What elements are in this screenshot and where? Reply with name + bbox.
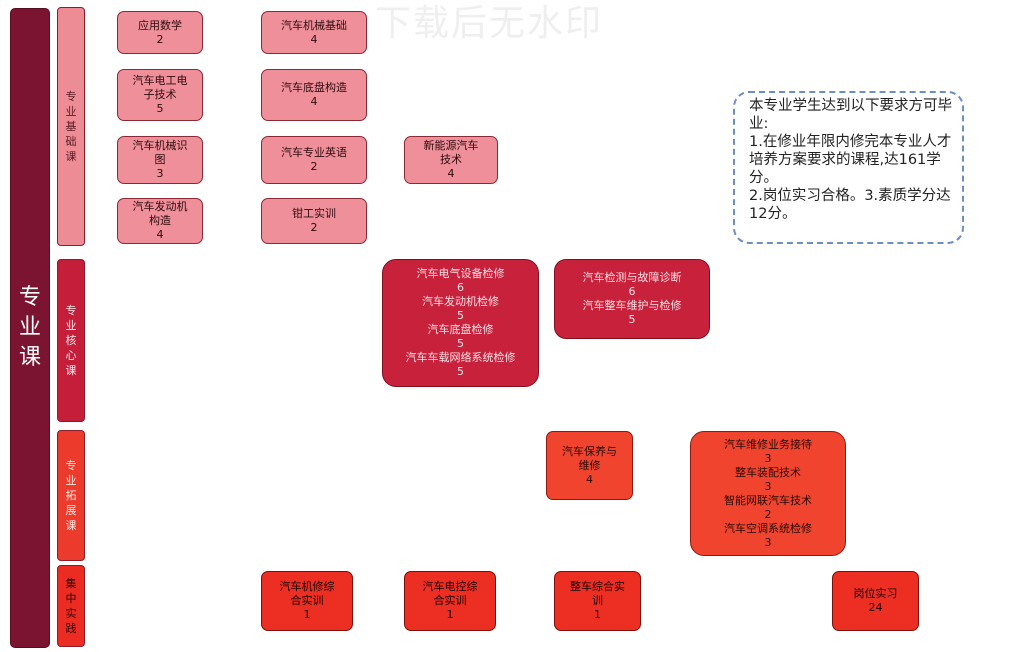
course-name: 汽车车载网络系统检修 [405, 351, 516, 364]
course-name: 智能网联汽车技术 [724, 493, 812, 507]
category-basic-label: 专业基础课 [65, 90, 77, 163]
course-credits: 5 [156, 102, 164, 115]
course-mech-base: 汽车机械基础 4 [261, 11, 367, 54]
course-credits: 3 [764, 535, 772, 549]
category-extension: 专业拓展课 [57, 430, 85, 561]
course-credits: 1 [594, 608, 601, 621]
course-engine: 汽车发动机构造 4 [117, 198, 203, 244]
course-credits: 2 [310, 221, 318, 234]
course-name: 汽车空调系统检修 [724, 521, 812, 535]
course-credits: 6 [457, 281, 464, 294]
course-internship: 岗位实习 24 [832, 571, 919, 631]
course-name: 汽车机修综合实训 [279, 580, 335, 607]
course-prac-whole: 整车综合实训 1 [554, 571, 641, 631]
course-name: 岗位实习 [853, 587, 898, 600]
course-credits: 5 [457, 309, 464, 322]
course-credits: 5 [628, 313, 636, 326]
course-maintenance: 汽车保养与维修 4 [546, 431, 633, 500]
main-category-bar: 专业课 [10, 8, 50, 648]
main-category-label: 专业课 [18, 285, 41, 370]
course-name: 钳工实训 [292, 207, 336, 220]
course-name: 汽车发动机构造 [132, 200, 188, 227]
course-credits: 5 [457, 365, 464, 378]
course-math: 应用数学 2 [117, 11, 203, 54]
course-name: 汽车整车维护与检修 [582, 299, 682, 312]
course-credits: 4 [586, 472, 593, 486]
course-credits: 1 [303, 608, 311, 621]
course-credits: 24 [868, 601, 883, 614]
course-name: 汽车机械基础 [281, 18, 347, 32]
course-credits: 3 [764, 479, 772, 493]
course-credits: 4 [310, 95, 318, 108]
course-fitter: 钳工实训 2 [261, 198, 367, 244]
course-credits: 4 [156, 228, 164, 241]
category-basic: 专业基础课 [57, 7, 85, 246]
course-nev: 新能源汽车技术 4 [404, 136, 498, 184]
course-name: 汽车机械识图 [132, 139, 188, 166]
course-chassis: 汽车底盘构造 4 [261, 69, 367, 121]
course-prac-elec: 汽车电控综合实训 1 [404, 571, 496, 631]
course-name: 汽车保养与维修 [562, 444, 617, 472]
course-name: 汽车专业英语 [281, 146, 347, 159]
note-line-3: 2.岗位实习合格。3.素质学分达12分。 [749, 188, 951, 222]
course-elec-tech: 汽车电工电子技术 5 [117, 69, 203, 121]
watermark: 下载后无水印 [375, 3, 604, 44]
course-name: 整车综合实训 [570, 580, 625, 607]
course-credits: 1 [446, 608, 454, 621]
course-credits: 2 [310, 160, 318, 173]
course-prac-mech: 汽车机修综合实训 1 [261, 571, 353, 631]
course-name: 汽车底盘检修 [427, 323, 494, 336]
course-name: 应用数学 [138, 18, 182, 32]
course-name: 汽车电工电子技术 [132, 74, 188, 101]
note-line-2: 1.在修业年限内修完本专业人才培养方案要求的课程,达161学分。 [749, 134, 952, 186]
course-drawing: 汽车机械识图 3 [117, 136, 203, 184]
graduation-requirements-note: 本专业学生达到以下要求方可毕业: 1.在修业年限内修完本专业人才培养方案要求的课… [733, 91, 964, 244]
category-core: 专业核心课 [57, 259, 85, 422]
note-line-1: 本专业学生达到以下要求方可毕业: [749, 98, 952, 132]
course-credits: 3 [156, 167, 164, 180]
course-name: 新能源汽车技术 [423, 139, 479, 166]
course-name: 汽车电控综合实训 [422, 580, 478, 607]
category-extension-label: 专业拓展课 [65, 459, 77, 532]
course-name: 汽车发动机检修 [422, 295, 499, 308]
category-practice: 集中实践 [57, 565, 85, 647]
core-group-1: 汽车电气设备检修 6 汽车发动机检修 5 汽车底盘检修 5 汽车车载网络系统检修… [382, 259, 539, 387]
course-name: 汽车检测与故障诊断 [582, 271, 682, 284]
course-name: 汽车电气设备检修 [416, 267, 505, 280]
core-group-2: 汽车检测与故障诊断 6 汽车整车维护与检修 5 [554, 259, 710, 339]
course-credits: 3 [764, 451, 772, 465]
course-credits: 6 [628, 285, 636, 298]
course-credits: 2 [764, 507, 772, 521]
course-name: 整车装配技术 [735, 465, 801, 479]
course-name: 汽车维修业务接待 [724, 437, 812, 451]
category-core-label: 专业核心课 [65, 304, 77, 377]
course-credits: 4 [310, 32, 318, 46]
course-english: 汽车专业英语 2 [261, 136, 367, 184]
category-practice-label: 集中实践 [65, 577, 77, 635]
extension-group: 汽车维修业务接待 3 整车装配技术 3 智能网联汽车技术 2 汽车空调系统检修 … [690, 431, 846, 556]
course-credits: 4 [447, 167, 455, 180]
course-name: 汽车底盘构造 [281, 81, 347, 94]
course-credits: 5 [457, 337, 464, 350]
course-credits: 2 [156, 32, 164, 46]
